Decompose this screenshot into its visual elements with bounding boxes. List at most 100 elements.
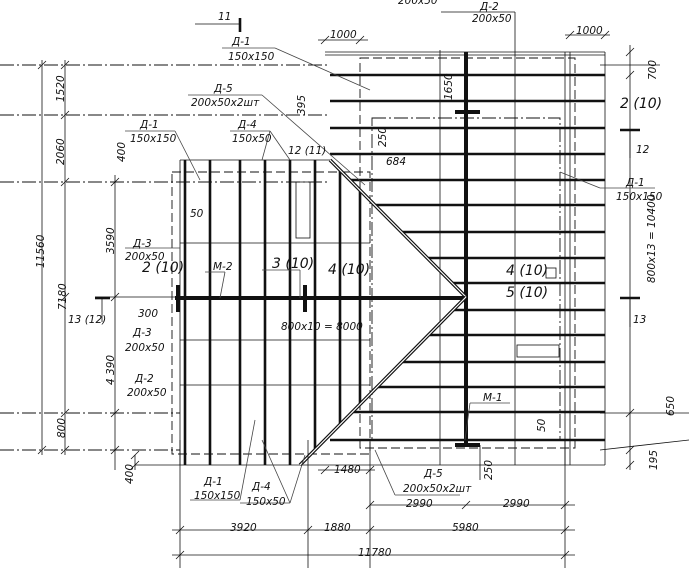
dim-tick bbox=[60, 292, 70, 302]
dim-7180: 7180 bbox=[57, 283, 69, 310]
dim-tick bbox=[625, 445, 635, 455]
beam-d4-name: Д-4 bbox=[237, 119, 257, 131]
dim-tick bbox=[461, 500, 471, 510]
beam-d2-left-size: 200x50 bbox=[127, 387, 167, 399]
beam-d4-bottom-name: Д-4 bbox=[251, 481, 271, 493]
dim-tick bbox=[110, 292, 120, 302]
leader-line bbox=[269, 130, 291, 161]
dim-400-bottom: 400 bbox=[124, 464, 136, 484]
vent-block bbox=[516, 344, 560, 358]
dim-395: 395 bbox=[296, 95, 308, 115]
leader-line bbox=[274, 47, 371, 91]
dim-tick bbox=[560, 550, 570, 560]
leader-line bbox=[374, 449, 396, 496]
leader-line bbox=[174, 130, 201, 181]
dim-tick bbox=[625, 47, 635, 57]
dim-3920: 3920 bbox=[230, 522, 257, 534]
section-mark-13: 13 bbox=[633, 314, 646, 326]
dim-2990-a: 2990 bbox=[406, 498, 433, 510]
dim-tick bbox=[320, 465, 330, 475]
axis-line bbox=[599, 439, 689, 451]
section-mark-11: 11 bbox=[218, 11, 231, 23]
beam-d3-lower-size: 200x50 bbox=[125, 342, 165, 354]
leader-line bbox=[239, 419, 256, 501]
beam-d1-left-name: Д-1 bbox=[139, 119, 159, 131]
beam-d2-name: Д-2 bbox=[479, 1, 499, 13]
dim-1000-right: 1000 bbox=[576, 25, 603, 37]
dim-tick bbox=[565, 30, 575, 40]
dim-tick bbox=[60, 445, 70, 455]
beam-d3-upper-name: Д-3 bbox=[132, 238, 152, 250]
beam-d1-bottom-size: 150x150 bbox=[194, 490, 241, 502]
beam-d1-left-size: 150x150 bbox=[130, 133, 177, 145]
leader-line bbox=[289, 454, 306, 504]
dim-1880: 1880 bbox=[324, 522, 351, 534]
dim-250-top: 250 bbox=[377, 127, 389, 147]
beam-d5-name: Д-5 bbox=[213, 83, 233, 95]
beam-d1-name: Д-1 bbox=[231, 36, 251, 48]
beam-d5-bottom-name: Д-5 bbox=[423, 468, 443, 480]
dim-5980: 5980 bbox=[452, 522, 479, 534]
dim-50-left: 50 bbox=[190, 208, 204, 220]
dim-650: 650 bbox=[665, 396, 677, 416]
dim-1520: 1520 bbox=[55, 75, 67, 102]
section-mark-12: 12 bbox=[636, 144, 650, 156]
node-2-10-right: 2 (10) bbox=[620, 96, 662, 112]
beam-d1-right-name: Д-1 bbox=[625, 177, 645, 189]
node-4-10-left: 4 (10) bbox=[328, 262, 370, 278]
leader-line bbox=[261, 439, 291, 504]
purlin-m1: М-1 bbox=[483, 392, 503, 404]
dim-684: 684 bbox=[386, 156, 406, 168]
beam-d1-size: 150x150 bbox=[228, 51, 275, 63]
leader-line bbox=[219, 271, 226, 299]
dim-11560: 11560 bbox=[35, 234, 47, 268]
dim-tick bbox=[60, 60, 70, 70]
vent-block-left bbox=[295, 181, 311, 239]
dim-50-right: 50 bbox=[536, 418, 548, 432]
dim-800: 800 bbox=[56, 418, 68, 438]
dim-250-bottom: 250 bbox=[483, 460, 495, 480]
dim-tick bbox=[110, 408, 120, 418]
hip-beam-d5-inner bbox=[329, 159, 467, 298]
node-12-11: 12 (11) bbox=[288, 145, 326, 157]
hip-beam-d5-inner bbox=[299, 296, 467, 466]
dim-tick bbox=[175, 550, 185, 560]
dim-tick bbox=[560, 525, 570, 535]
dim-195: 195 bbox=[648, 450, 660, 470]
dim-tick bbox=[175, 525, 185, 535]
dim-tick bbox=[365, 465, 375, 475]
dim-400-top: 400 bbox=[116, 142, 128, 162]
beam-d2-size: 200x50 bbox=[472, 13, 512, 25]
dim-tick bbox=[37, 60, 47, 70]
dim-tick bbox=[110, 177, 120, 187]
dim-tick bbox=[130, 450, 140, 460]
dim-4390: 4 390 bbox=[105, 355, 117, 385]
dim-tick bbox=[320, 35, 330, 45]
beam-d2-left-name: Д-2 bbox=[134, 373, 154, 385]
beam-d3-upper-size: 200x50 bbox=[125, 251, 165, 263]
dim-tick bbox=[365, 500, 375, 510]
framing-geometry bbox=[0, 11, 689, 568]
dim-tick bbox=[625, 70, 635, 80]
dim-2060: 2060 bbox=[55, 138, 67, 165]
dim-2990-b: 2990 bbox=[503, 498, 530, 510]
beam-d1-right-size: 150x150 bbox=[616, 191, 663, 203]
beam-size-cut: 200x50 bbox=[398, 0, 438, 7]
dim-8000: 800x10 = 8000 bbox=[281, 321, 363, 333]
dim-11780: 11780 bbox=[358, 547, 392, 559]
dim-tick bbox=[37, 445, 47, 455]
dim-tick bbox=[355, 35, 365, 45]
node-5-10: 5 (10) bbox=[506, 285, 548, 301]
dim-1000-left: 1000 bbox=[330, 29, 357, 41]
dim-10400: 800x13 = 10400 bbox=[646, 194, 658, 283]
beam-d1-bottom-name: Д-1 bbox=[203, 476, 223, 488]
dim-tick bbox=[60, 177, 70, 187]
beam-d4-size: 150x50 bbox=[232, 133, 272, 145]
dim-700: 700 bbox=[647, 60, 659, 80]
leader-line bbox=[261, 94, 366, 186]
leader-line bbox=[559, 171, 601, 189]
purlin-m2: М-2 bbox=[213, 261, 233, 273]
beam-d3-lower-name: Д-3 bbox=[132, 327, 152, 339]
leader-line bbox=[261, 130, 271, 161]
